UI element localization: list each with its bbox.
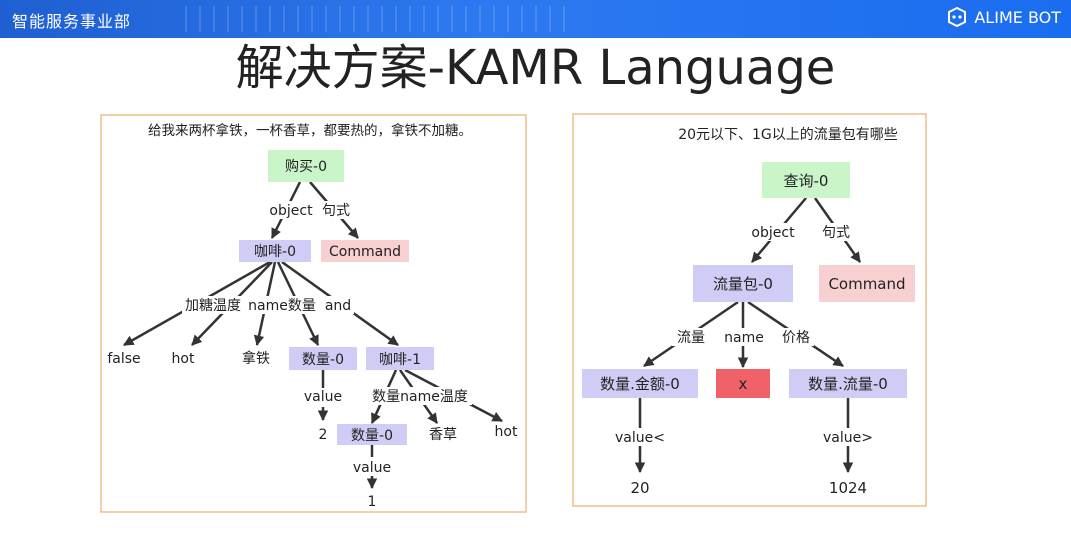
- edge-label-value-b: value: [353, 460, 391, 476]
- node-quantity0-label: 数量-0: [302, 352, 344, 368]
- leaf-twenty: 20: [630, 479, 649, 497]
- edge-label-sentence-type: 句式: [322, 203, 350, 219]
- left-nodes: 购买-0 咖啡-0 Command 数量-0 咖啡-1 数量-0: [239, 150, 434, 445]
- alime-robot-icon: [948, 7, 967, 27]
- node-command: [321, 240, 409, 262]
- node-purchase: [268, 150, 344, 182]
- left-panel: 给我来两杯拿铁，一杯香草，都要热的，拿铁不加糖。 object 句式 加: [100, 114, 527, 513]
- edge-label-qty-name-temp: 数量name温度: [372, 389, 468, 405]
- left-sentence: 给我来两杯拿铁，一杯香草，都要热的，拿铁不加糖。: [148, 122, 472, 139]
- edge-label-value-lt: value<: [615, 430, 665, 446]
- edge-label-object-right: object: [751, 225, 795, 241]
- node-coffee0: [239, 240, 311, 262]
- leaf-false: false: [107, 351, 140, 367]
- node-traffic-label: 数量.流量-0: [808, 375, 888, 393]
- node-coffee0-label: 咖啡-0: [254, 244, 296, 260]
- edge-label-name: name: [724, 330, 764, 346]
- right-nodes: 查询-0 流量包-0 Command 数量.金额-0 x 数量.流量-0: [582, 162, 915, 398]
- edge-label-sugar-temp: 加糖温度: [185, 298, 241, 314]
- edge-label-traffic: 流量: [677, 330, 705, 346]
- edge-label-price: 价格: [782, 330, 810, 346]
- left-edge-labels: object 句式 加糖温度 name数量 and value 数量name温度…: [182, 201, 472, 476]
- edge-label-value-gt: value>: [823, 430, 873, 446]
- header-pattern: [185, 6, 565, 32]
- node-package-label: 流量包-0: [713, 275, 773, 293]
- edge-label-name-qty: name数量: [248, 298, 316, 314]
- leaf-latte: 拿铁: [242, 350, 270, 367]
- node-query-label: 查询-0: [784, 172, 829, 190]
- node-quantity0b: [337, 424, 407, 445]
- node-amount: [582, 369, 698, 398]
- edge-label-and: and: [325, 298, 351, 314]
- brand-name: ALIME BOT: [974, 7, 1061, 27]
- node-purchase-label: 购买-0: [285, 159, 327, 175]
- node-coffee1: [366, 347, 434, 370]
- leaf-vanilla: 香草: [429, 427, 457, 443]
- right-leaves: 20 1024: [630, 479, 867, 497]
- node-command-right: [819, 265, 915, 302]
- node-quantity0b-label: 数量-0: [351, 428, 393, 444]
- node-coffee1-label: 咖啡-1: [379, 352, 421, 368]
- edge-label-value-a: value: [304, 389, 342, 405]
- left-leaves: false hot 拿铁 2 香草 hot 1: [107, 350, 518, 510]
- leaf-hot-a: hot: [172, 351, 195, 367]
- node-quantity0: [289, 347, 357, 370]
- leaf-hot-b: hot: [495, 424, 518, 440]
- node-query: [762, 162, 850, 198]
- brand-logo: ALIME BOT: [946, 7, 1061, 27]
- department-label: 智能服务事业部: [12, 12, 132, 31]
- leaf-1024: 1024: [829, 479, 867, 497]
- header-bar: 智能服务事业部 ALIME BOT: [0, 0, 1071, 38]
- node-command-label: Command: [329, 244, 401, 260]
- edge-label-sentence-type-right: 句式: [822, 225, 850, 241]
- node-traffic: [789, 369, 907, 398]
- slide-title: 解决方案-KAMR Language: [235, 40, 836, 96]
- right-panel: 20元以下、1G以上的流量包有哪些 object 句式 流量 name 价格: [572, 113, 927, 507]
- edge-label-object: object: [269, 203, 313, 219]
- node-amount-label: 数量.金额-0: [600, 375, 680, 393]
- node-package: [693, 265, 793, 302]
- right-panel-border: [572, 113, 927, 507]
- node-missing-x: [716, 369, 770, 398]
- node-missing-x-label: x: [739, 375, 748, 393]
- leaf-two: 2: [319, 427, 328, 443]
- right-sentence: 20元以下、1G以上的流量包有哪些: [678, 127, 898, 143]
- leaf-one: 1: [368, 494, 377, 510]
- node-command-right-label: Command: [828, 275, 905, 293]
- right-edge-labels: object 句式 流量 name 价格 value< value>: [615, 223, 873, 446]
